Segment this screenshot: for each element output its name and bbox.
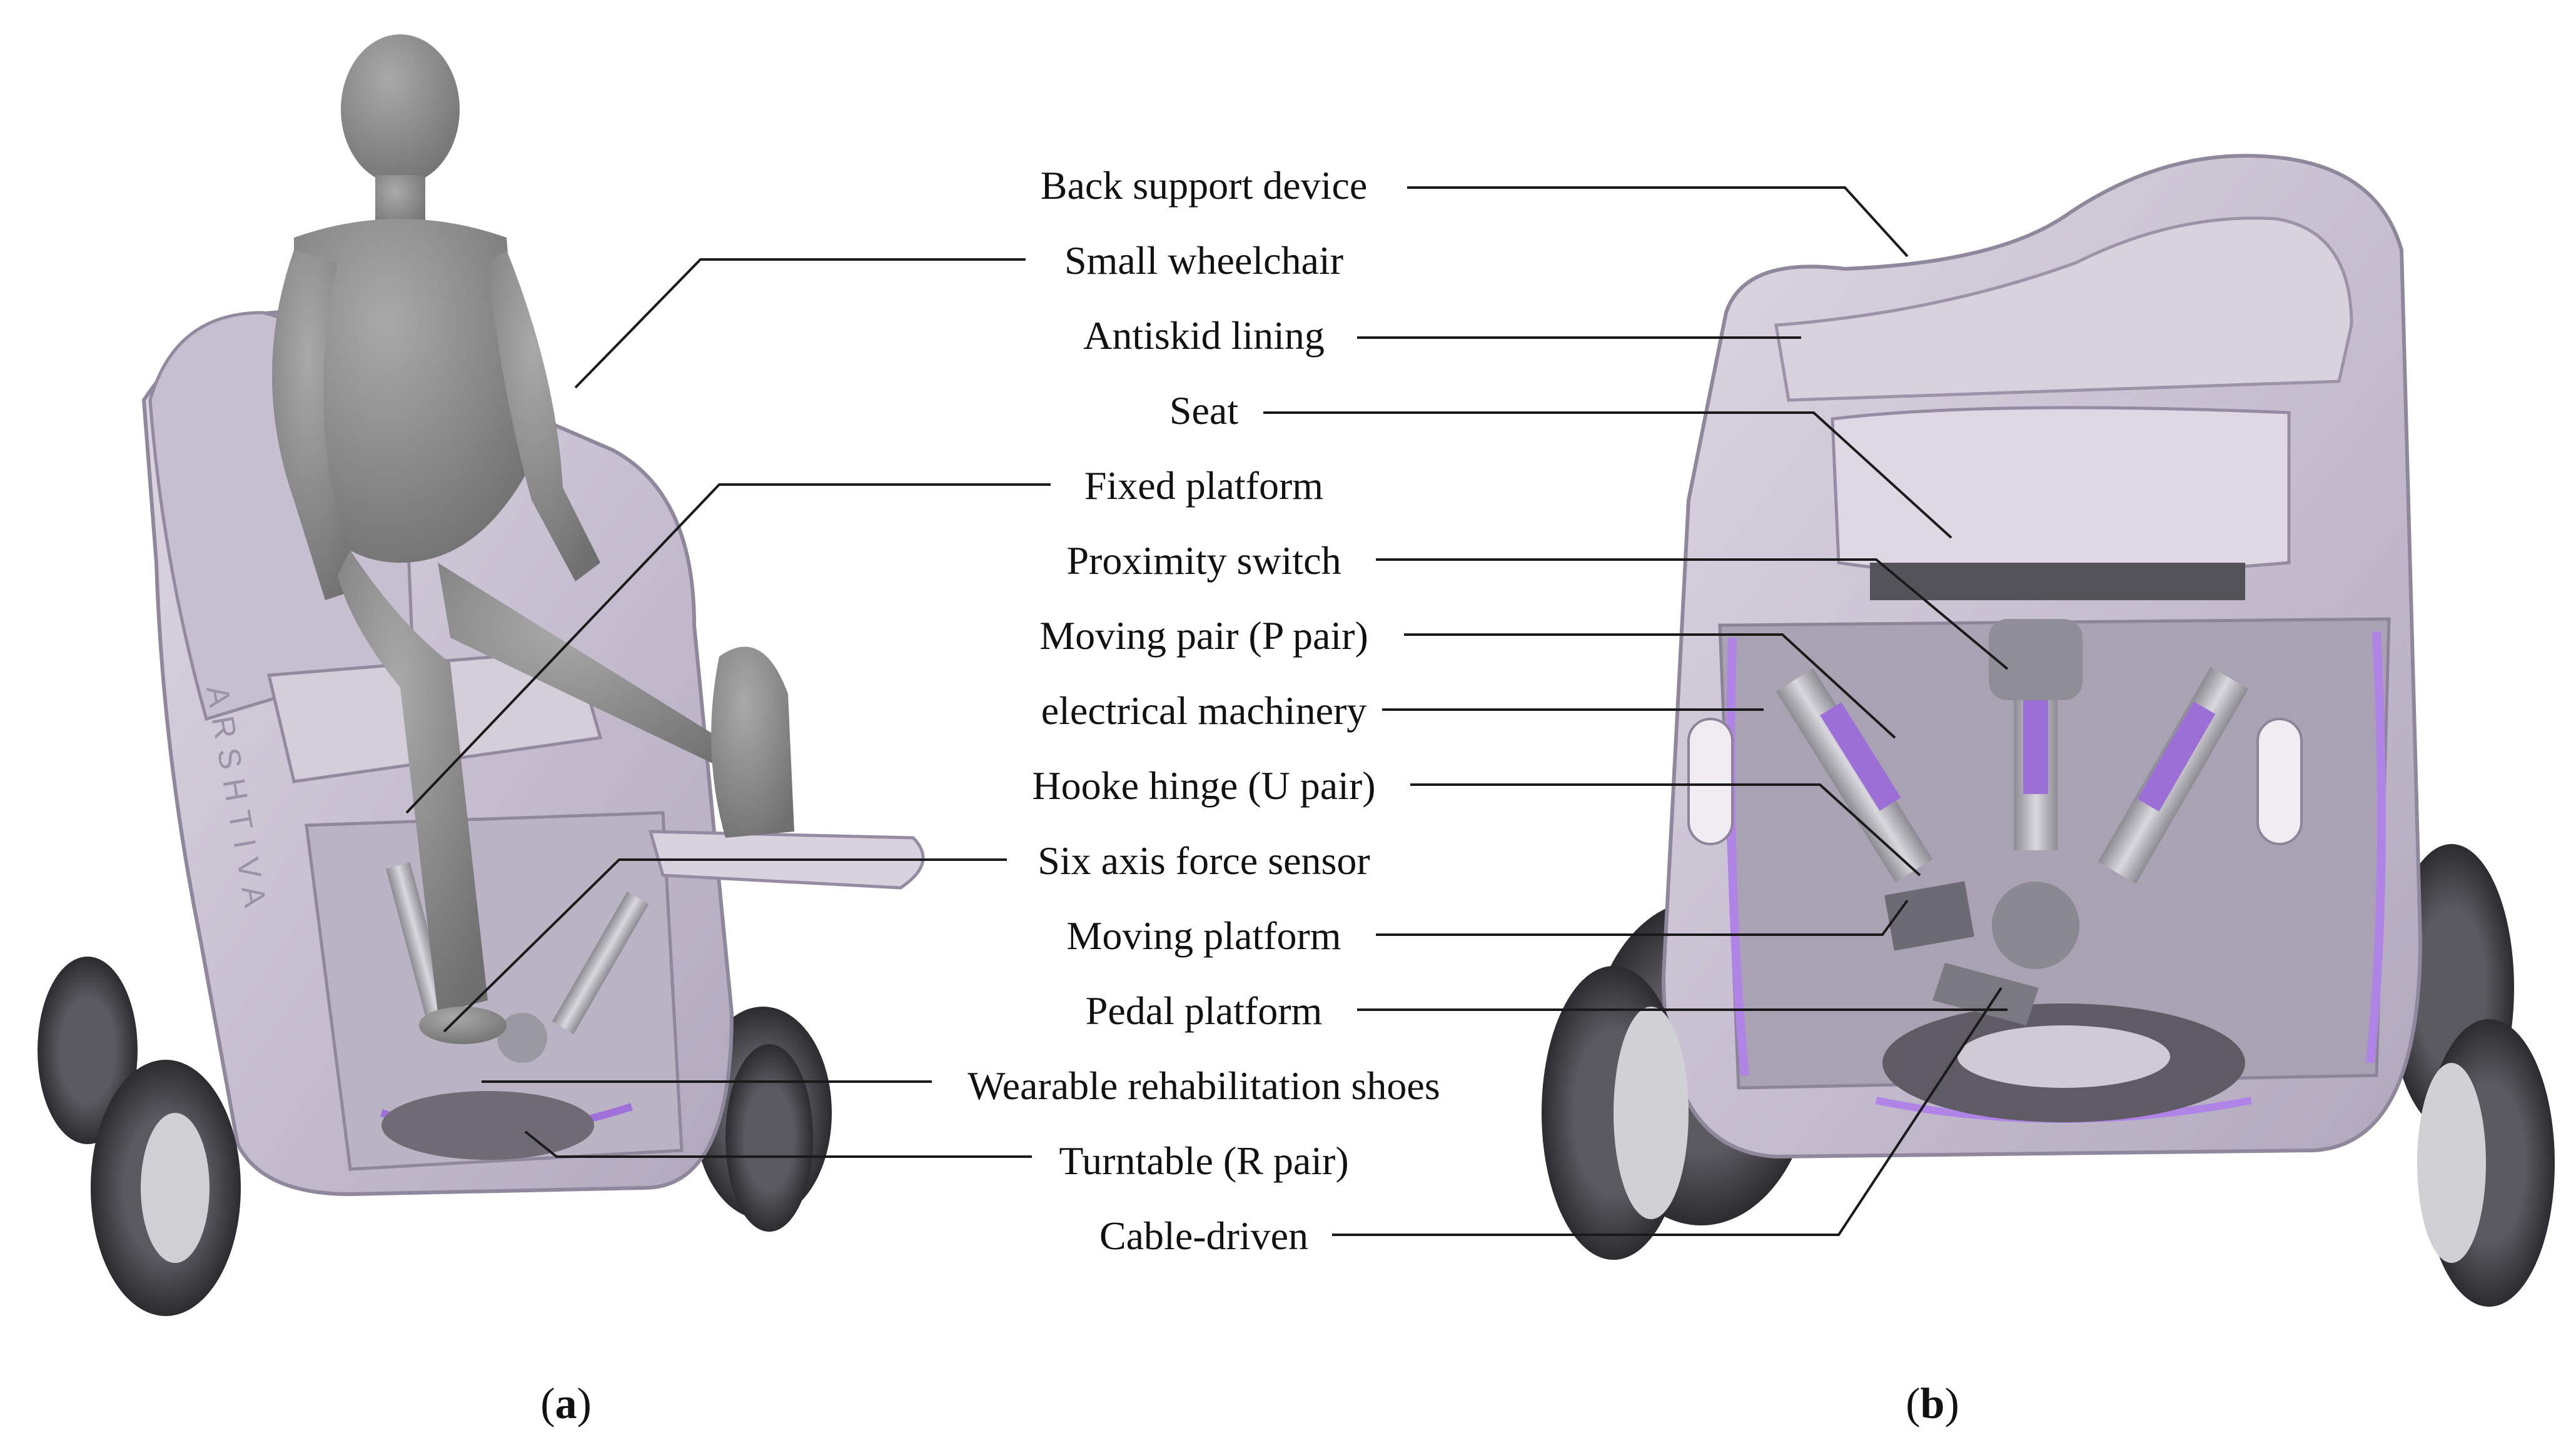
label-moving-pair: Moving pair (P pair): [1039, 613, 1368, 658]
front-wheel-b-left-hub: [1614, 1007, 1689, 1219]
front-left-hub: [141, 1113, 210, 1263]
purple-glow-b-left: [1726, 637, 1749, 1076]
window-b-right: [2256, 718, 2303, 845]
label-back-support-device: Back support device: [1041, 163, 1368, 208]
window-b-left: [1687, 718, 1734, 845]
rear-left-wheel: [38, 957, 138, 1144]
label-cable-driven: Cable-driven: [1099, 1214, 1308, 1258]
label-wearable-rehabilitation-shoes: Wearable rehabilitation shoes: [967, 1063, 1440, 1108]
turntable-a: [381, 1091, 594, 1160]
label-moving-platform: Moving platform: [1066, 913, 1341, 958]
backrest-panel-b: [1774, 216, 2353, 402]
label-seat: Seat: [1169, 388, 1238, 433]
ball-sensor-b: [1992, 882, 2079, 969]
panel-a-caption: (a): [540, 1380, 592, 1428]
leader-fixed-platform: [405, 483, 1051, 814]
leader-back-support: [1407, 186, 1909, 258]
label-proximity-switch: Proximity switch: [1066, 538, 1341, 583]
turntable-b-inner: [1957, 1025, 2170, 1088]
front-right-wheel: [725, 1044, 813, 1232]
parallel-actuators-b: [1775, 619, 2249, 884]
leader-turntable: [524, 1130, 1032, 1158]
leader-cable: [1332, 987, 2003, 1236]
label-small-wheelchair: Small wheelchair: [1064, 238, 1343, 283]
front-wheel-b-right-hub: [2417, 1063, 2486, 1263]
label-fixed-platform: Fixed platform: [1084, 463, 1323, 508]
leader-seat: [1263, 411, 1952, 539]
panel-b-caption: (b): [1906, 1380, 1959, 1428]
leader-lines: [405, 186, 2009, 1236]
moving-platform-b: [1884, 881, 1974, 951]
label-turntable: Turntable (R pair): [1059, 1139, 1348, 1183]
label-six-axis-force-sensor: Six axis force sensor: [1038, 838, 1370, 883]
panel-a-illustration: ARSHTIVA: [38, 34, 925, 1316]
leader-small-wheelchair: [574, 258, 1026, 389]
leader-hooke: [1410, 783, 1921, 877]
component-labels: Back support device Small wheelchair Ant…: [967, 163, 1440, 1258]
label-pedal-platform: Pedal platform: [1086, 988, 1323, 1033]
purple-glow-b-right: [2366, 631, 2386, 1063]
ball-sensor-a: [497, 1013, 547, 1063]
leader-moving-pair: [1404, 633, 1896, 739]
actuator-a-2: [552, 892, 649, 1034]
leader-proximity: [1376, 558, 2009, 670]
pedal-platform-b: [1932, 963, 2039, 1025]
label-hooke-hinge: Hooke hinge (U pair): [1032, 763, 1375, 808]
leader-moving-platform: [1376, 899, 1909, 936]
label-electrical-machinery: electrical machinery: [1041, 688, 1367, 733]
fixed-platform-b: [1870, 563, 2245, 600]
panel-b-illustration: [1542, 154, 2555, 1307]
seated-human: [272, 34, 794, 1044]
label-antiskid-lining: Antiskid lining: [1083, 313, 1325, 358]
leader-six-axis: [443, 858, 1007, 1033]
